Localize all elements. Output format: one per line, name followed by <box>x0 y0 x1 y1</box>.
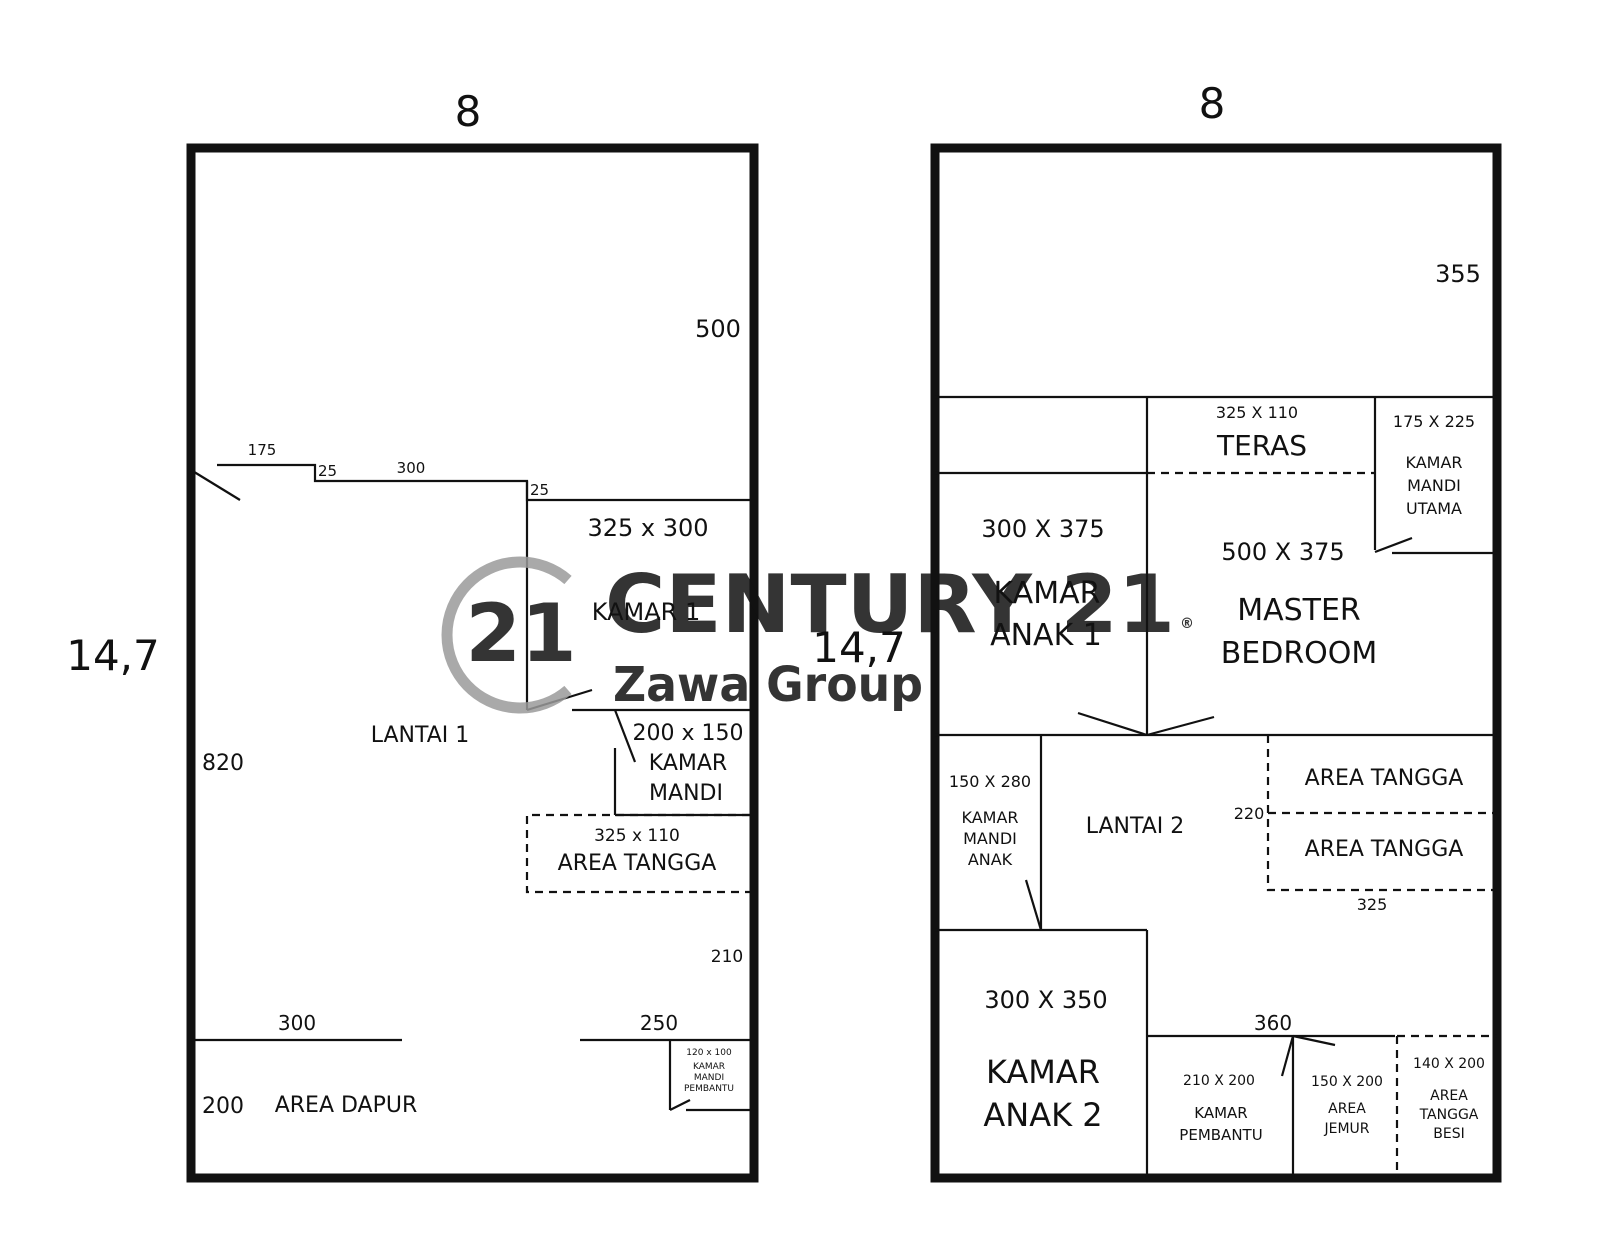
plan1-length-label: 14,7 <box>66 631 160 680</box>
plan1-wall <box>613 709 637 763</box>
plan1-dim-210: 210 <box>711 947 743 967</box>
plan2-kmu-size: 175 X 225 <box>1393 412 1475 431</box>
plan2-ka2-name: KAMAR <box>986 1053 1100 1091</box>
plan1-wall <box>217 463 750 502</box>
plan2-kma-name: KAMAR <box>961 808 1018 827</box>
century21-sub: Zawa Group <box>613 657 923 713</box>
plan2-length-label: 14,7 <box>812 623 906 672</box>
plan2-wall <box>1292 1034 1336 1047</box>
plan2-mb-size: 500 X 375 <box>1221 538 1344 566</box>
plan1-kamar1-name: KAMAR 1 <box>592 598 700 626</box>
plan2-mb-name: MASTER <box>1237 593 1361 628</box>
plan2-kma-name: ANAK <box>968 850 1013 869</box>
plan2-stair-area <box>1266 735 1497 892</box>
plan-lantai-2: 8 14,7 355 325 X 110 TERAS 175 X 225 KAM… <box>812 79 1502 1183</box>
plan1-dim-25: 25 <box>530 481 549 499</box>
plan2-atb-name: BESI <box>1433 1126 1464 1142</box>
plan1-dim-820: 820 <box>202 751 244 776</box>
plan2-wall <box>1374 536 1413 554</box>
plan2-dim-325: 325 <box>1357 895 1388 914</box>
plan2-ka2-size: 300 X 350 <box>984 986 1107 1014</box>
plan2-teras-size: 325 X 110 <box>1216 403 1298 422</box>
plan1-lantai-label: LANTAI 1 <box>371 723 470 748</box>
plan1-dim-200: 200 <box>202 1094 244 1119</box>
century21-brand: CENTURY 21 <box>605 558 1175 651</box>
plan2-atb-name: TANGGA <box>1419 1107 1479 1123</box>
plan2-tangga1-name: AREA TANGGA <box>1305 766 1464 791</box>
plan2-kma-size: 150 X 280 <box>949 772 1031 791</box>
plan2-teras-name: TERAS <box>1216 429 1307 462</box>
century21-registered: ® <box>1180 616 1194 632</box>
plan1-kmp-name: PEMBANTU <box>684 1084 734 1094</box>
plan2-mb-name: BEDROOM <box>1221 636 1378 671</box>
plan2-wall <box>1146 715 1215 737</box>
plan1-dim-300b: 300 <box>278 1011 316 1035</box>
plan2-kp-size: 210 X 200 <box>1183 1073 1255 1089</box>
plan2-ka1-name: ANAK 1 <box>990 618 1102 653</box>
plan1-km-size: 200 x 150 <box>633 721 744 746</box>
plan1-dapur-name: AREA DAPUR <box>275 1093 418 1118</box>
plan1-tangga-name: AREA TANGGA <box>558 851 717 876</box>
plan1-outer-wall <box>186 143 759 1183</box>
plan1-dim-25: 25 <box>318 462 337 480</box>
plan2-wall <box>1077 711 1148 737</box>
plan2-dim-360: 360 <box>1254 1011 1292 1035</box>
plan1-width-label: 8 <box>455 87 482 136</box>
plan1-dim-250: 250 <box>640 1011 678 1035</box>
plan1-kmp-name: MANDI <box>694 1073 724 1083</box>
plan2-aj-size: 150 X 200 <box>1311 1074 1383 1090</box>
plan2-tangga2-name: AREA TANGGA <box>1305 837 1464 862</box>
plan1-km-name: KAMAR <box>649 751 727 776</box>
plan2-wall <box>1024 879 1043 931</box>
plan2-outer-wall <box>930 143 1502 1183</box>
plan1-tangga-size: 325 x 110 <box>594 826 680 846</box>
plan1-km-name: MANDI <box>649 781 723 806</box>
plan2-width-label: 8 <box>1199 79 1226 128</box>
plan2-lantai-label: LANTAI 2 <box>1086 814 1185 839</box>
plan1-stair-area <box>525 813 750 894</box>
plan1-wall <box>190 469 241 501</box>
century21-watermark: 21 CENTURY 21 ® Zawa Group <box>441 556 1194 714</box>
plan2-kp-name: PEMBANTU <box>1179 1126 1262 1144</box>
plan2-wall <box>1280 1035 1295 1077</box>
plan2-kma-name: MANDI <box>963 829 1017 848</box>
plan2-atb-size: 140 X 200 <box>1413 1056 1485 1072</box>
plan2-ka1-size: 300 X 375 <box>981 515 1104 543</box>
plan1-kmp-name: KAMAR <box>693 1062 725 1072</box>
plan2-kmu-name: UTAMA <box>1406 499 1462 518</box>
plan2-aj-name: JEMUR <box>1323 1121 1369 1137</box>
plan2-dim-355: 355 <box>1435 260 1481 288</box>
plan1-kmp-size: 120 x 100 <box>686 1048 732 1058</box>
plan1-dim-500: 500 <box>695 315 741 343</box>
plan1-wall <box>669 1099 691 1111</box>
plan1-dim-300: 300 <box>397 459 426 477</box>
plan1-kamar1-size: 325 x 300 <box>587 514 708 542</box>
plan2-kmu-name: MANDI <box>1407 476 1461 495</box>
plan2-aj-name: AREA <box>1328 1101 1366 1117</box>
plan-lantai-1: 8 14,7 500 175 25 300 25 325 x 300 KAMAR… <box>66 87 759 1183</box>
plan1-dim-175: 175 <box>248 441 277 459</box>
plan2-kmu-name: KAMAR <box>1405 453 1462 472</box>
plan2-ka1-name: KAMAR <box>994 576 1101 611</box>
plan2-atb-name: AREA <box>1430 1088 1468 1104</box>
plan2-ka2-name: ANAK 2 <box>983 1096 1102 1134</box>
century21-logo-ring <box>441 556 572 714</box>
century21-logo-number: 21 <box>465 587 576 680</box>
plan2-kp-name: KAMAR <box>1194 1104 1247 1122</box>
plan2-dim-220: 220 <box>1234 804 1265 823</box>
